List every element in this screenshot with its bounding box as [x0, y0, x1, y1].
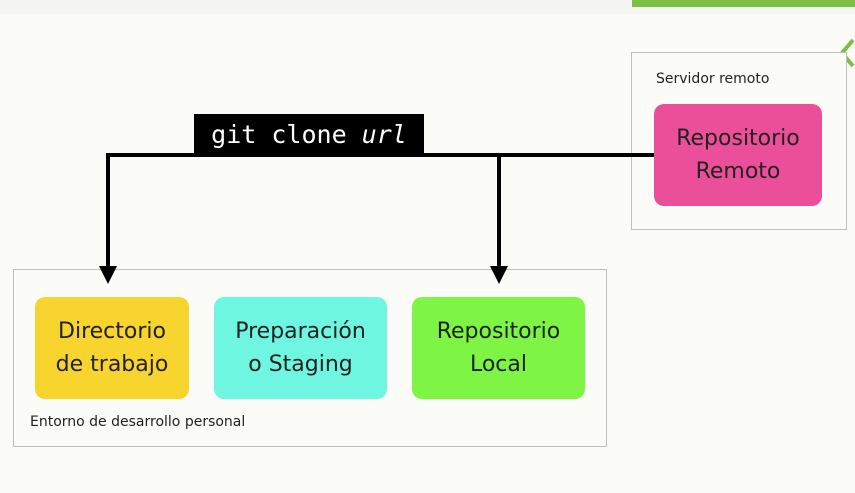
arrowhead-working-dir — [99, 266, 117, 284]
node-line: Repositorio — [436, 319, 561, 344]
git-clone-command: git clone url — [194, 114, 424, 154]
local-environment-label: Entorno de desarrollo personal — [30, 414, 246, 430]
node-staging: Preparación o Staging — [214, 297, 387, 399]
node-line: Remoto — [695, 159, 781, 184]
node-remote-repository: Repositorio Remoto — [654, 104, 822, 206]
arrowhead-local-repo — [490, 266, 508, 284]
command-verb: git clone — [211, 119, 362, 149]
node-line: o Staging — [248, 352, 353, 377]
node-line: Directorio — [58, 319, 166, 344]
node-line: de trabajo — [55, 352, 169, 377]
top-toolbar-bar — [632, 0, 855, 7]
node-local-repository: Repositorio Local — [412, 297, 585, 399]
command-arg: url — [361, 119, 407, 149]
remote-server-label: Servidor remoto — [656, 71, 770, 87]
node-line: Local — [469, 352, 527, 377]
node-line: Repositorio — [676, 126, 800, 151]
node-working-directory: Directorio de trabajo — [35, 297, 189, 399]
node-line: Preparación — [235, 319, 366, 344]
